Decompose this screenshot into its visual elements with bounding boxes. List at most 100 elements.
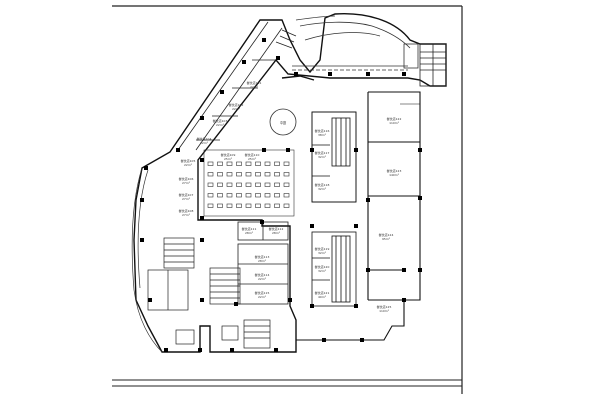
- column: [262, 148, 266, 152]
- shop-area-u2: 22m²: [232, 107, 241, 111]
- shop-name-u22: 餐饮店122: [387, 116, 402, 121]
- column: [242, 60, 246, 64]
- shop-area-u12: 28m²: [272, 231, 281, 235]
- column: [140, 238, 144, 242]
- table: [236, 182, 242, 187]
- column: [148, 298, 152, 302]
- table: [245, 161, 252, 166]
- column: [276, 56, 280, 60]
- table: [207, 203, 214, 208]
- column: [294, 72, 298, 76]
- column: [354, 304, 358, 308]
- shop-name-u15: 餐饮店115: [255, 290, 270, 295]
- table: [245, 203, 252, 208]
- table: [274, 172, 280, 177]
- table: [207, 161, 214, 166]
- shop-name-u19: 餐饮店119: [315, 246, 330, 251]
- column: [322, 338, 326, 342]
- table: [274, 203, 280, 208]
- shop-name-u21: 餐饮店121: [315, 290, 330, 295]
- shop-name-u7: 餐饮店107: [179, 192, 194, 197]
- column: [402, 268, 406, 272]
- column: [230, 348, 234, 352]
- ne-stair-core: [419, 43, 447, 87]
- shop-area-u21: 40m²: [318, 295, 327, 299]
- table: [236, 172, 242, 177]
- table: [207, 182, 214, 187]
- table: [274, 193, 280, 198]
- table: [245, 193, 252, 198]
- column: [286, 148, 290, 152]
- shop-name-u14: 餐饮店114: [255, 272, 270, 277]
- shop-name-u12: 餐饮店112: [269, 226, 284, 231]
- shop-name-u4: 餐饮店104: [197, 136, 212, 141]
- column: [234, 302, 238, 306]
- table: [264, 193, 271, 198]
- column: [262, 38, 266, 42]
- table: [226, 182, 233, 187]
- table: [245, 172, 252, 177]
- nw-wing: [177, 21, 297, 151]
- west-facade-curve: [131, 167, 163, 353]
- shop-name-u6: 餐饮店106: [179, 176, 194, 181]
- column: [366, 72, 370, 76]
- column: [200, 238, 204, 242]
- table: [226, 203, 233, 208]
- table: [217, 203, 223, 208]
- table: [264, 203, 271, 208]
- shop-name-u25: 餐饮店125: [377, 304, 392, 309]
- shop-name-u20: 餐饮店120: [315, 264, 330, 269]
- table: [255, 161, 261, 166]
- column: [288, 298, 292, 302]
- table: [255, 193, 261, 198]
- table: [217, 172, 223, 177]
- atrium: 中庭: [269, 108, 297, 136]
- column: [200, 216, 204, 220]
- column: [402, 298, 406, 302]
- column: [328, 72, 332, 76]
- table: [283, 203, 290, 208]
- sw-core: [147, 237, 271, 349]
- shop-name-u18: 餐饮店118: [315, 182, 330, 187]
- table: [236, 161, 242, 166]
- shop-area-u19: 32m²: [318, 251, 327, 255]
- shop-area-u11: 28m²: [245, 231, 254, 235]
- column: [220, 90, 224, 94]
- shop-name-u11: 餐饮店111: [242, 226, 257, 231]
- shop-name-u24: 餐饮店124: [379, 232, 394, 237]
- column: [354, 148, 358, 152]
- table: [217, 182, 223, 187]
- shop-area-u25: 110m²: [379, 309, 390, 313]
- column: [198, 348, 202, 352]
- shop-area-u1: 22m²: [250, 85, 259, 89]
- shop-area-u15: 22m²: [258, 295, 267, 299]
- shop-area-u14: 22m²: [258, 277, 267, 281]
- shop-area-u8: 27m²: [182, 213, 191, 217]
- shop-name-u9: 餐饮店109: [221, 152, 236, 157]
- shop-name-u10: 餐饮店110: [245, 152, 260, 157]
- table: [283, 182, 290, 187]
- column: [418, 196, 422, 200]
- table: [264, 172, 271, 177]
- shop-area-u18: 32m²: [318, 187, 327, 191]
- table: [207, 172, 214, 177]
- east-shops: [296, 91, 421, 341]
- column: [366, 268, 370, 272]
- column: [200, 158, 204, 162]
- column: [402, 72, 406, 76]
- shop-area-u17: 32m²: [318, 155, 327, 159]
- column: [310, 304, 314, 308]
- table: [264, 182, 271, 187]
- shop-name-u2: 餐饮店102: [229, 102, 244, 107]
- table: [283, 172, 290, 177]
- table: [283, 193, 290, 198]
- table: [236, 203, 242, 208]
- table: [264, 161, 271, 166]
- shop-name-u23: 餐饮店123: [387, 168, 402, 173]
- table: [255, 182, 261, 187]
- column: [144, 166, 148, 170]
- table: [236, 193, 242, 198]
- column: [176, 148, 180, 152]
